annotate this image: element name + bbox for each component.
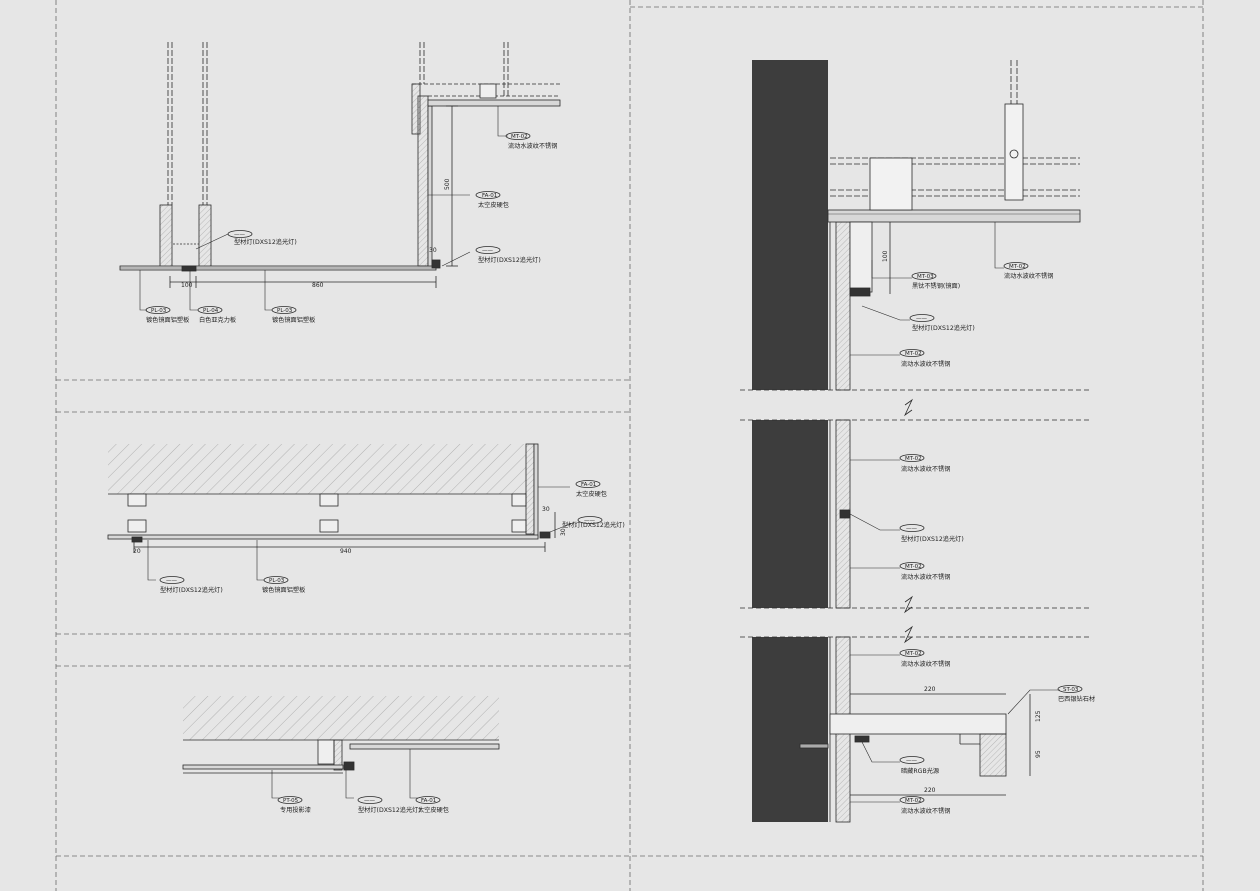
tag-mt02-c: MT-02 — [905, 564, 922, 570]
detail-1-section — [119, 42, 561, 314]
dim-30: 30 — [429, 247, 437, 254]
tag-mt02-b: MT-02 — [905, 456, 922, 462]
dim-940: 940 — [340, 548, 352, 555]
note-mt02-top: 流动水波纹不锈钢 — [1004, 272, 1054, 280]
tag-pt05: PT-05 — [283, 798, 299, 804]
note-mt03: 黑钛不锈钢(镜面) — [912, 282, 960, 290]
note-light: 型材灯(DXS12追光灯) — [358, 806, 421, 814]
note-light-right: 型材灯(DXS12追光灯) — [478, 256, 541, 264]
detail-3-section — [182, 696, 500, 804]
note-mt02-b: 流动水波纹不锈钢 — [901, 465, 951, 473]
detail-3-labels: PT-05 专用投影漆 —— 型材灯(DXS12追光灯) FA-01 太空皮硬包 — [280, 798, 449, 814]
note-light-right: 型材灯(DXS12追光灯) — [562, 521, 625, 529]
tag-light: —— — [364, 798, 376, 804]
tag-light-1: —— — [916, 316, 928, 322]
dim-100: 100 — [181, 282, 193, 289]
note-pt05: 专用投影漆 — [280, 806, 311, 814]
note-mt02-a: 流动水波纹不锈钢 — [901, 360, 951, 368]
tag-pl04: PL-04 — [203, 308, 219, 314]
tag-fa01: FA-01 — [421, 798, 436, 804]
dim-125: 125 — [1035, 710, 1042, 722]
tag-light-left: —— — [234, 232, 246, 238]
note-fa01: 太空皮硬包 — [576, 490, 607, 498]
note-light-2: 型材灯(DXS12追光灯) — [901, 535, 964, 543]
tag-fa01: FA-01 — [482, 193, 497, 199]
dim-30-a: 30 — [542, 506, 550, 513]
dim-220-a: 220 — [924, 686, 936, 693]
note-mt02-c: 流动水波纹不锈钢 — [901, 573, 951, 581]
note-pl03: 镀色镜面铝塑板 — [262, 586, 305, 594]
tag-pl03-a: PL-03 — [151, 308, 167, 314]
detail-2-section — [107, 443, 603, 584]
tag-mt02-e: MT-02 — [905, 798, 922, 804]
dim-95: 95 — [1035, 750, 1042, 758]
note-pl03-b: 镀色镜面铝塑板 — [272, 316, 315, 324]
note-light-left: 型材灯(DXS12追光灯) — [234, 238, 297, 246]
dim-220-b: 220 — [924, 787, 936, 794]
tag-mt02-a: MT-02 — [905, 351, 922, 357]
dim-30-b: 30 — [560, 528, 567, 536]
note-pl03-a: 镀色镜面铝塑板 — [146, 316, 189, 324]
tag-light-left: —— — [166, 578, 178, 584]
note-fa01: 太空皮硬包 — [478, 201, 509, 209]
note-mt02-d: 流动水波纹不锈钢 — [901, 660, 951, 668]
dim-100: 100 — [882, 250, 889, 262]
tag-light-2: —— — [906, 526, 918, 532]
tag-mt02-top: MT-02 — [1009, 264, 1026, 270]
note-pl04: 白色亚克力板 — [199, 316, 236, 324]
detail-1-labels: 100 860 500 30 MT-02 流动水波纹不锈钢 FA-01 太空皮硬… — [146, 134, 558, 324]
dim-860: 860 — [312, 282, 324, 289]
tag-pl03-b: PL-03 — [277, 308, 293, 314]
note-light-1: 型材灯(DXS12追光灯) — [912, 324, 975, 332]
tag-st03: ST-03 — [1063, 687, 1079, 693]
detail-4-section — [740, 60, 1092, 823]
dim-20: 20 — [133, 548, 141, 555]
dim-500: 500 — [444, 178, 451, 190]
tag-mt02: MT-02 — [511, 134, 528, 140]
note-fa01: 太空皮硬包 — [418, 806, 449, 814]
note-mt02-e: 流动水波纹不锈钢 — [901, 807, 951, 815]
sheet-frame — [55, 0, 1204, 891]
tag-led: —— — [906, 758, 918, 764]
note-mt02: 流动水波纹不锈钢 — [508, 142, 558, 150]
detail-4-labels: 100 220 220 125 95 MT-02 流动水波纹不锈钢 MT-03 … — [882, 250, 1095, 815]
note-led: 暗藏RGB光源 — [901, 767, 939, 775]
note-light-left: 型材灯(DXS12追光灯) — [160, 586, 223, 594]
tag-light-right: —— — [584, 518, 596, 524]
tag-light-right: —— — [482, 248, 494, 254]
tag-pl03: PL-03 — [269, 578, 285, 584]
tag-mt03: MT-03 — [917, 274, 934, 280]
note-st03: 巴西银钻石材 — [1058, 695, 1095, 703]
detail-2-labels: 940 30 30 20 FA-01 太空皮硬包 —— 型材灯(DXS12追光灯… — [133, 482, 625, 594]
tag-mt02-d: MT-02 — [905, 651, 922, 657]
tag-fa01: FA-01 — [581, 482, 596, 488]
